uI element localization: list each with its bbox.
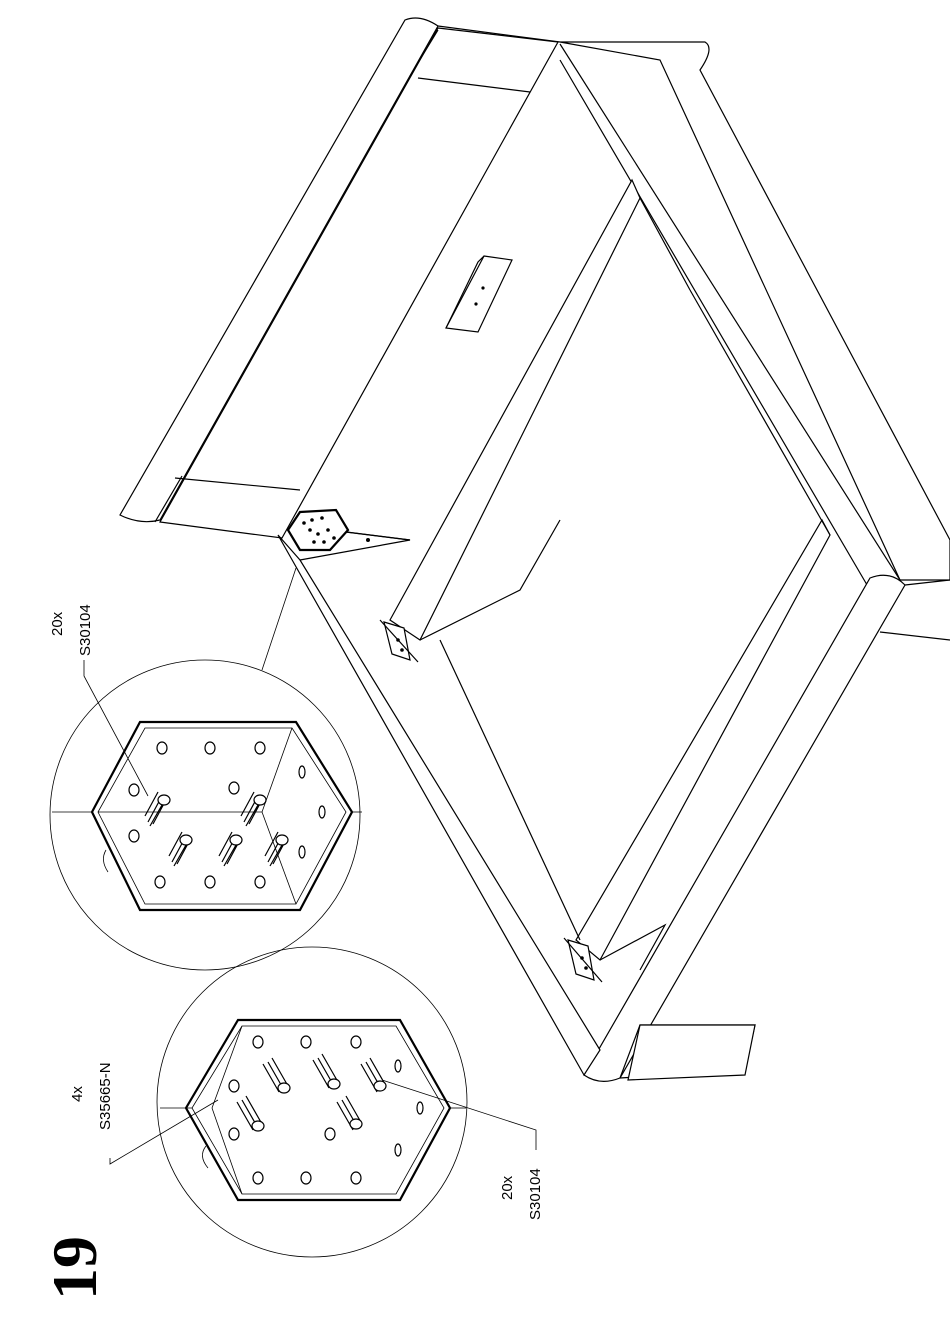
frame-corner-hex	[288, 510, 348, 550]
callout-top: 20x S30104	[49, 604, 94, 656]
callout-left: 4x S35665-N	[69, 1062, 114, 1130]
callout-bottom-quantity: 20x	[499, 1175, 516, 1200]
callout-left-part-code: S35665-N	[97, 1062, 114, 1130]
center-block	[446, 256, 512, 332]
detail-1-hex	[92, 722, 352, 910]
detail-circle-1	[50, 568, 362, 970]
step-number: 19	[39, 1236, 110, 1300]
bed-frame	[120, 18, 950, 1081]
right-side-rail	[560, 42, 950, 580]
callout-top-part-code: S30104	[77, 604, 94, 656]
callout-bottom: 20x S30104	[499, 1168, 544, 1220]
detail-circle-2	[157, 947, 467, 1257]
detail-2-hex	[186, 1020, 450, 1200]
callout-top-quantity: 20x	[49, 611, 66, 636]
callout-bottom-part-code: S30104	[527, 1168, 544, 1220]
callout-left-quantity: 4x	[69, 1086, 86, 1102]
